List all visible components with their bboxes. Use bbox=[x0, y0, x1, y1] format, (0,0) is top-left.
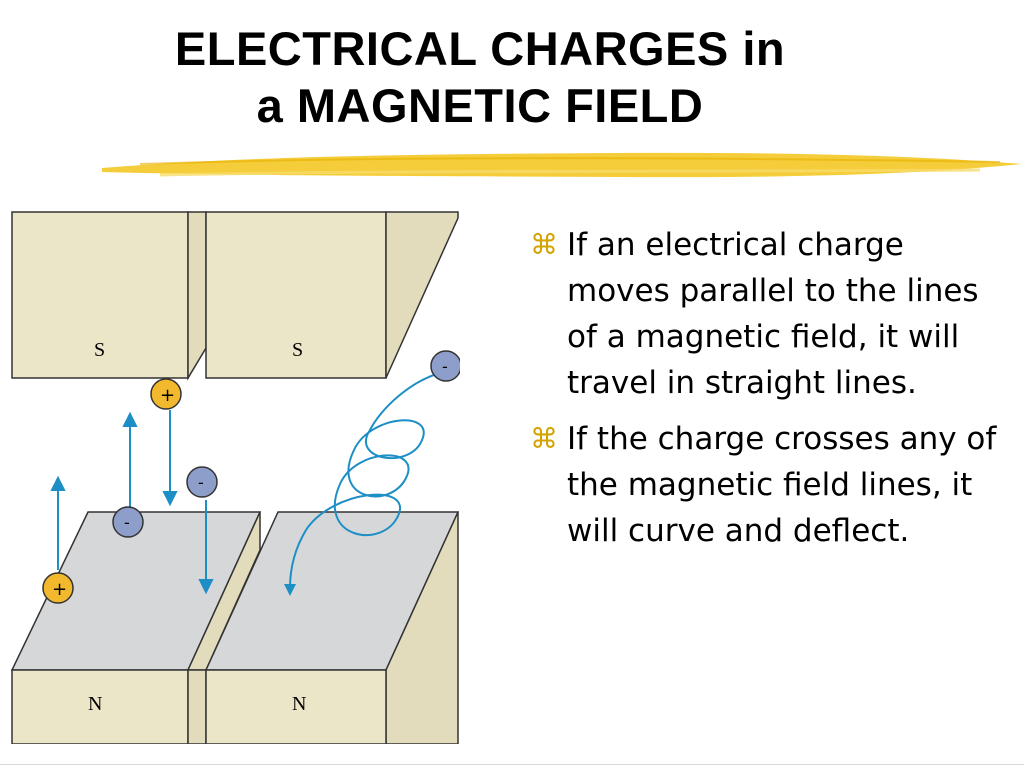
positive-charge-top: + bbox=[150, 378, 182, 410]
bullet-text-1: If an electrical charge moves parallel t… bbox=[567, 227, 979, 401]
svg-text:+: + bbox=[52, 579, 67, 600]
negative-charge-spiral: - bbox=[430, 350, 460, 382]
magnet-top-left-face bbox=[11, 211, 189, 379]
pole-label-s-right: S bbox=[292, 339, 303, 361]
bullet-item-1: ⌘ If an electrical charge moves parallel… bbox=[530, 222, 1000, 406]
slide-title: ELECTRICAL CHARGES in a MAGNETIC FIELD bbox=[20, 20, 940, 134]
pole-label-n-left: N bbox=[88, 693, 102, 715]
command-key-icon: ⌘ bbox=[530, 228, 558, 261]
svg-text:-: - bbox=[198, 473, 204, 492]
pole-label-n-right: N bbox=[292, 693, 306, 715]
positive-charge-bottom: + bbox=[42, 572, 74, 604]
spiral-arrowhead bbox=[284, 584, 296, 596]
pole-label-s-left: S bbox=[94, 339, 105, 361]
title-line-2: a MAGNETIC FIELD bbox=[256, 79, 704, 132]
bullet-text-2: If the charge crosses any of the magneti… bbox=[567, 421, 997, 549]
footer-divider bbox=[0, 764, 1024, 765]
magnet-top-right-face bbox=[205, 211, 387, 379]
command-key-icon: ⌘ bbox=[530, 422, 558, 455]
bullet-item-2: ⌘ If the charge crosses any of the magne… bbox=[530, 416, 1000, 554]
bullet-list: ⌘ If an electrical charge moves parallel… bbox=[530, 222, 1000, 564]
field-arrows bbox=[50, 410, 214, 595]
svg-text:-: - bbox=[442, 357, 448, 376]
magnet-diagram: S S N N + bbox=[10, 211, 460, 744]
negative-charge-mid-left: - bbox=[112, 506, 144, 538]
title-underline bbox=[102, 152, 1022, 178]
magnet-top-right-side bbox=[385, 211, 459, 379]
svg-text:+: + bbox=[160, 385, 175, 406]
svg-text:-: - bbox=[124, 513, 130, 532]
negative-charge-mid-right: - bbox=[186, 466, 218, 498]
title-line-1: ELECTRICAL CHARGES in bbox=[174, 22, 786, 75]
magnet-top-left-side bbox=[187, 211, 207, 381]
magnet-bottom-left-face bbox=[11, 669, 189, 744]
magnet-bottom-right-face bbox=[205, 669, 387, 744]
magnet-bottom-left-side-lower bbox=[187, 669, 207, 744]
spiral-trajectory bbox=[289, 371, 445, 589]
magnet-bottom-right-side bbox=[385, 511, 459, 744]
